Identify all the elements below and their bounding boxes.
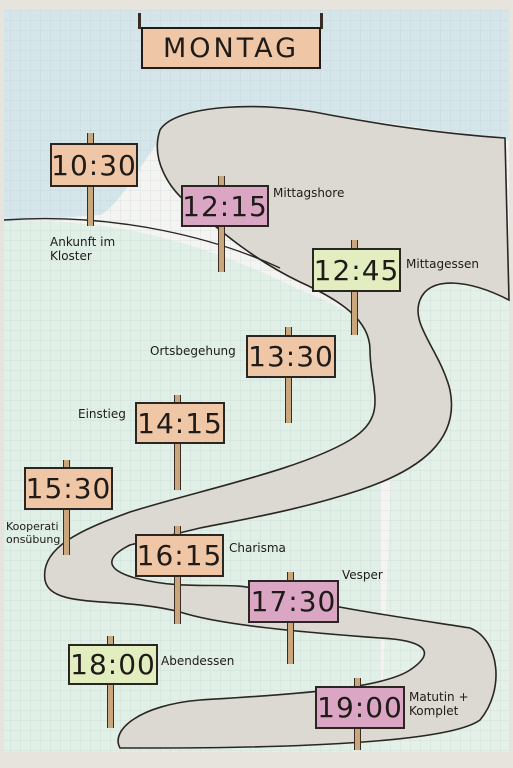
stop-label-1330: Ortsbegehung <box>150 344 236 358</box>
stop-label-1215: Mittagshore <box>273 186 345 200</box>
stop-label-1800: Abendessen <box>161 654 235 668</box>
time-sign-1030: 10:30 <box>50 143 138 187</box>
time-sign-1900: 19:00 <box>315 686 405 729</box>
time-sign-1530: 15:30 <box>24 467 113 510</box>
stop-label-1415: Einstieg <box>78 407 126 421</box>
stop-label-1245: Mittagessen <box>406 257 479 271</box>
time-sign-1215: 12:15 <box>181 185 269 227</box>
title-post-right <box>320 13 323 29</box>
stop-label-1900-line1: Matutin + <box>409 690 469 704</box>
time-sign-1730: 17:30 <box>248 580 339 623</box>
time-sign-1615: 16:15 <box>135 534 224 577</box>
stop-label-1900-line2: Komplet <box>409 704 459 718</box>
stop-label-1030-line1: Ankunft im <box>50 235 116 249</box>
time-sign-1330: 13:30 <box>246 335 336 378</box>
time-sign-1245: 12:45 <box>312 248 401 292</box>
stop-label-1530: Kooperati onsübung <box>6 520 61 546</box>
stop-label-1615: Charisma <box>229 541 286 555</box>
page-title: MONTAG <box>141 27 321 69</box>
time-sign-1800: 18:00 <box>68 644 158 685</box>
stop-label-1030-line2: Kloster <box>50 249 92 263</box>
stop-label-1730: Vesper <box>342 568 383 582</box>
time-sign-1415: 14:15 <box>135 402 225 444</box>
title-post-left <box>138 13 141 29</box>
